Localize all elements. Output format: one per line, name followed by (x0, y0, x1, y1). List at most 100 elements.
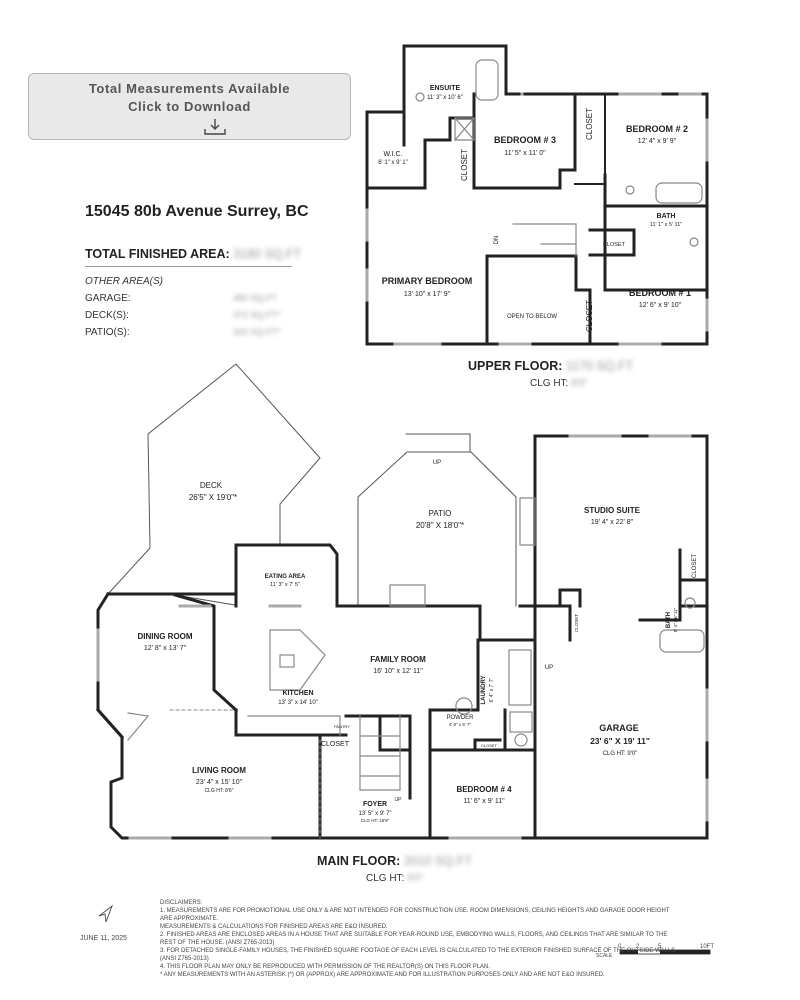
bed2-closet-label: CLOSET (585, 108, 594, 140)
bedroom2-label: BEDROOM # 2 (626, 124, 688, 134)
upper-floor-clg: CLG HT: 8'0" (530, 378, 588, 389)
main-floor-clg-value: 9'0" (407, 873, 424, 884)
deck-area-label: DECK(S): (85, 310, 129, 321)
ensuite-dim: 11' 3" x 10' 6" (427, 95, 463, 101)
living-room-clg: CLG HT: 8'6" (205, 788, 234, 794)
main-bath-label: BATH (666, 612, 672, 628)
deck-label: DECK (200, 481, 223, 490)
upper-floor-title: UPPER FLOOR: 1170 SQ.FT (468, 359, 633, 373)
main-bath-dim: 8' 4" x 6' 11" (673, 607, 678, 632)
north-arrow-icon (98, 904, 114, 923)
disclaimer-heading: DISCLAIMERS: (160, 900, 203, 906)
total-finished-area: TOTAL FINISHED AREA: 3180 SQ.FT (85, 247, 301, 261)
bed1-closet-label: CLOSET (585, 300, 594, 332)
foyer-up-label: UP (395, 797, 403, 803)
patio-dim: 20'8" X 18'0"* (416, 521, 464, 530)
eating-area-dim: 11' 3" x 7' 5" (270, 582, 300, 588)
upper-bath-dim: 11' 1" x 5' 11" (650, 222, 682, 228)
download-line1: Total Measurements Available (88, 81, 291, 96)
upper-floor-area: 1170 SQ.FT (565, 359, 634, 373)
eating-area-label: EATING AREA (265, 574, 306, 580)
download-measurements-button[interactable]: Total Measurements Available Click to Do… (28, 73, 351, 140)
patio-up-label: UP (433, 460, 441, 466)
upper-bath-label: BATH (657, 213, 676, 220)
wic-label: W.I.C. (383, 151, 402, 158)
main-closet-label: CLOSET (321, 741, 350, 748)
download-icon (204, 119, 226, 135)
living-room-dim: 23' 4" x 15' 10" (196, 779, 243, 786)
studio-suite-label: STUDIO SUITE (584, 506, 641, 515)
scale-tick-2: 2 (636, 944, 640, 950)
upper-floor-label: UPPER FLOOR: (468, 359, 563, 373)
powder-label: POWDER (447, 715, 475, 721)
patio-area-value: 320 SQ.FT* (233, 327, 281, 337)
garage-area-label: GARAGE: (85, 293, 131, 304)
total-finished-area-value: 3180 SQ.FT (233, 247, 302, 261)
pantry-label: PANTRY (334, 724, 350, 729)
main-floor-label: MAIN FLOOR: (317, 854, 401, 868)
dining-room-label: DINING ROOM (137, 632, 192, 641)
bedroom3-label: BEDROOM # 3 (494, 135, 556, 145)
patio-area-label: PATIO(S): (85, 327, 130, 338)
wic-dim: 6' 1" x 9' 1" (378, 160, 408, 166)
bed3-closet-label: CLOSET (460, 149, 469, 181)
kitchen-label: KITCHEN (282, 690, 313, 697)
disclaimer-line: 3. FOR DETACHED SINGLE-FAMILY HOUSES, TH… (160, 948, 677, 962)
upper-floor-plan (365, 44, 709, 346)
main-floor-title: MAIN FLOOR: 2010 SQ.FT (317, 854, 472, 868)
other-areas-heading: OTHER AREA(S) (85, 276, 163, 287)
main-floor-area: 2010 SQ.FT (403, 854, 472, 868)
studio-suite-dim: 19' 4" x 22' 8" (591, 519, 634, 526)
scale-tick-5: 5 (658, 944, 662, 950)
powder-dim: 4' 9" x 6' 7" (449, 722, 472, 727)
open-to-below-label: OPEN TO BELOW (507, 314, 557, 320)
disclaimer-line: 4. THIS FLOOR PLAN MAY ONLY BE REPRODUCE… (160, 964, 491, 970)
garage-clg: CLG HT: 9'0" (603, 751, 638, 757)
laundry-dim: 6' 4" x 7' 7" (489, 677, 495, 702)
deck-area-row: DECK(S): 372 SQ.FT* (85, 310, 285, 321)
patio-area-row: PATIO(S): 320 SQ.FT* (85, 327, 285, 338)
bedroom1-label: BEDROOM # 1 (629, 288, 691, 298)
patio-label: PATIO (429, 509, 452, 518)
foyer-label: FOYER (363, 801, 387, 808)
disclaimer-line: MEASUREMENTS & CALCULATIONS FOR FINISHED… (160, 924, 388, 930)
upper-floor-clg-label: CLG HT: (530, 378, 569, 389)
deck-dim: 26'5" X 19'0"* (189, 493, 237, 502)
primary-bedroom-label: PRIMARY BEDROOM (382, 276, 473, 286)
plan-date: JUNE 11, 2025 (80, 935, 127, 942)
disclaimer-line: * ANY MEASUREMENTS WITH AN ASTERISK (*) … (160, 972, 605, 978)
deck-area-value: 372 SQ.FT* (233, 310, 281, 320)
main-floor-plan (107, 363, 517, 607)
bedroom1-dim: 12' 6" x 9' 10" (639, 302, 682, 309)
dining-room-dim: 12' 8" x 13' 7" (144, 645, 187, 652)
bedroom2-dim: 12' 4" x 9' 9" (638, 138, 677, 145)
garage-area-row: GARAGE: 480 SQ.FT (85, 293, 285, 304)
bedroom4-label: BEDROOM # 4 (456, 785, 512, 794)
download-line2: Click to Download (128, 99, 251, 114)
scale-tick-0: 0 (618, 944, 622, 950)
bedroom4-dim: 11' 6" x 9' 11" (463, 798, 505, 805)
garage-dim: 23' 6" X 19' 11" (590, 736, 650, 746)
primary-bedroom-dim: 13' 10" x 17' 9" (404, 291, 451, 298)
studio-small-closet-label: CLOSET (574, 614, 579, 632)
main-floor-clg: CLG HT: 9'0" (366, 873, 424, 884)
foyer-dim: 13' 5" x 9' 7" (359, 811, 392, 817)
scale-bar: 0 2 5 10FT SCALE (596, 944, 714, 959)
laundry-closet-label: CLOSET (481, 743, 498, 748)
scale-tick-10: 10FT (700, 944, 714, 950)
disclaimer-line: 1. MEASUREMENTS ARE FOR PROMOTIONAL USE … (160, 908, 670, 922)
upper-closet-small-label: CLOSET (603, 242, 626, 248)
disclaimers: DISCLAIMERS: 1. MEASUREMENTS ARE FOR PRO… (160, 899, 680, 979)
kitchen-dim: 13' 3" x 14' 10" (278, 700, 318, 706)
upper-floor-clg-value: 8'0" (571, 378, 588, 389)
divider (85, 266, 292, 267)
foyer-clg: CLG HT: 16'8" (361, 818, 390, 823)
garage-label: GARAGE (599, 723, 639, 733)
stairs-down-label: DN (494, 236, 500, 245)
studio-closet-label: CLOSET (692, 554, 698, 578)
scale-label: SCALE (596, 953, 613, 959)
family-room-label: FAMILY ROOM (370, 655, 426, 664)
total-finished-area-label: TOTAL FINISHED AREA: (85, 247, 230, 261)
garage-area-value: 480 SQ.FT (233, 293, 278, 303)
family-room-dim: 16' 10" x 12' 11" (373, 668, 423, 675)
